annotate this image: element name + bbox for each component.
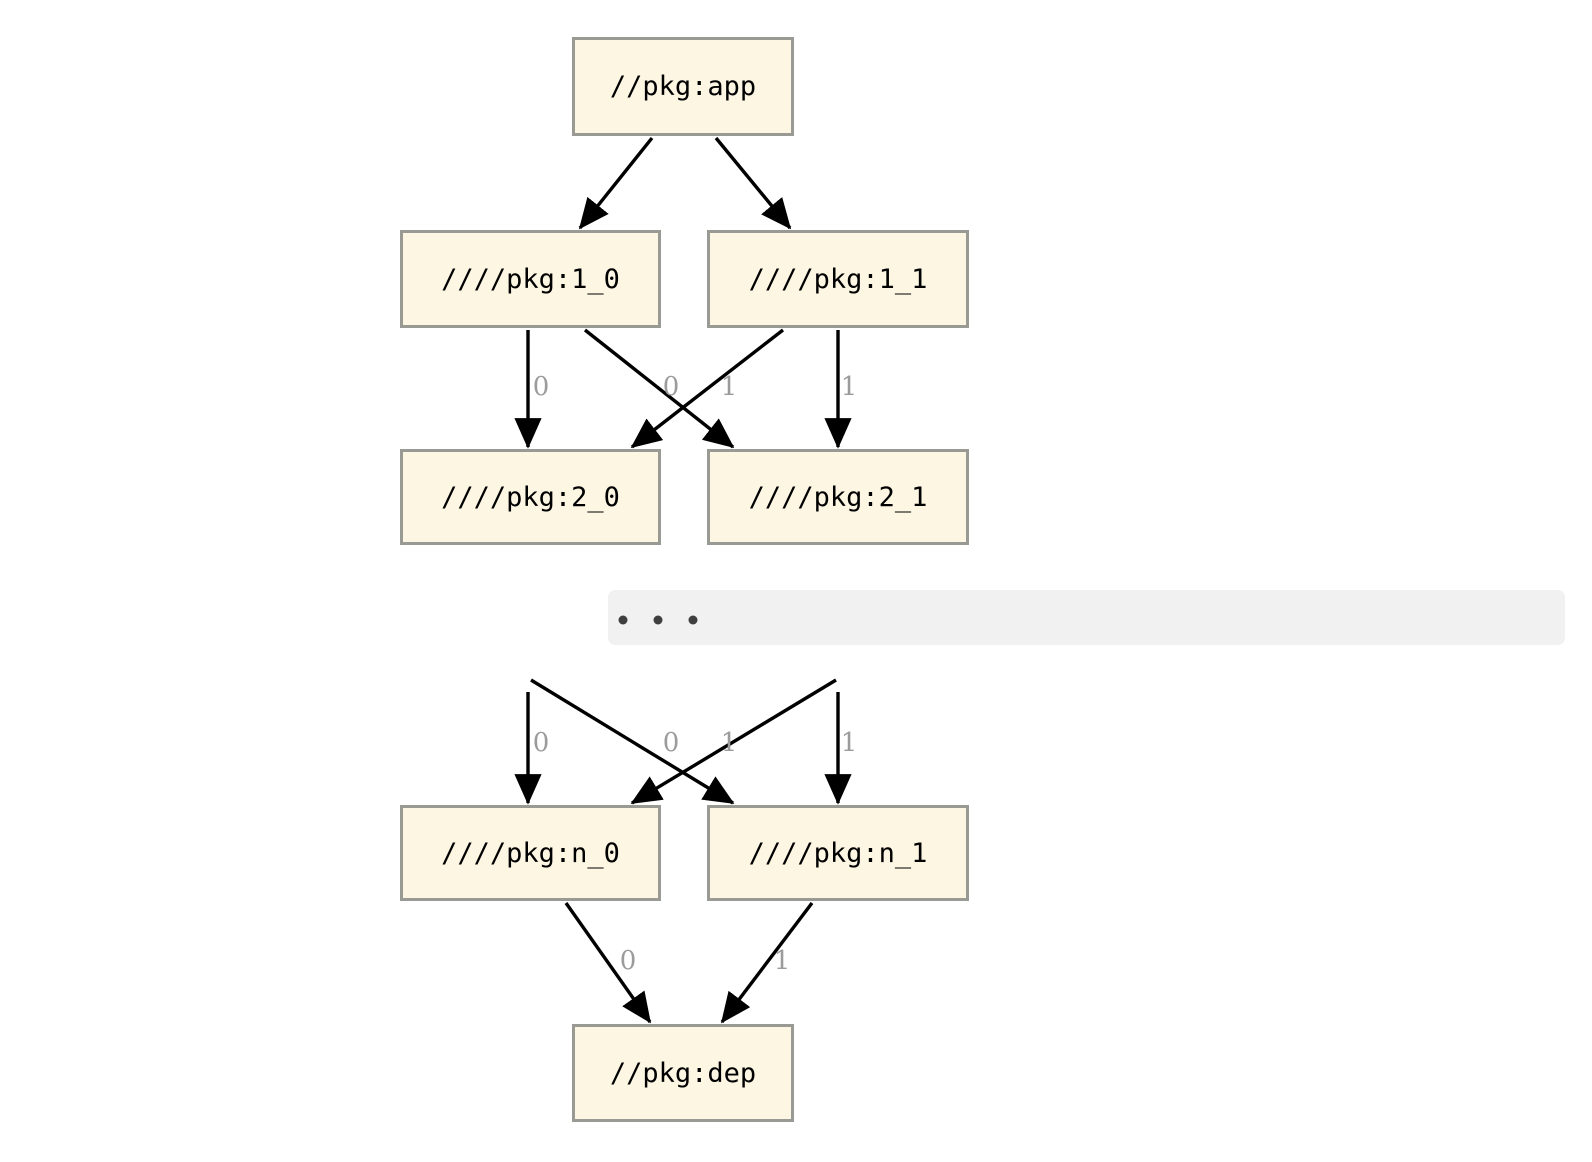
edge-label-1_0-to-2_0: 0: [532, 372, 550, 402]
node-n2_1[interactable]: ////pkg:2_1: [707, 449, 969, 545]
node-label: ////pkg:2_1: [748, 481, 928, 513]
node-label: //pkg:app: [609, 71, 757, 102]
edge-n_0-to-dep: [564, 902, 652, 1024]
edge-1_0-to-2_1: [583, 328, 735, 449]
edge-label-n_0-to-dep: 0: [619, 946, 637, 976]
ellipsis-dot-1: [618, 615, 628, 625]
node-n1_0[interactable]: ////pkg:1_0: [400, 230, 661, 328]
edge-label-1_1-to-2_1: 1: [840, 372, 858, 402]
node-label: ////pkg:1_0: [441, 263, 620, 295]
node-label: ////pkg:2_0: [441, 481, 620, 513]
edge-label-1_0-to-2_1: 0: [662, 372, 680, 402]
edge-dangling-to-n_1-a: [530, 678, 735, 805]
node-dep[interactable]: //pkg:dep: [572, 1024, 794, 1122]
edge-label-dangling-to-n_0: 0: [532, 728, 550, 758]
node-label: //pkg:dep: [609, 1057, 757, 1089]
node-label: ////pkg:n_0: [441, 837, 620, 869]
edge-dangling-to-n_0-b: [630, 678, 837, 805]
edge-label-dangling-to-n_0-b: 1: [720, 728, 738, 758]
edge-1_1-to-2_0: [630, 328, 785, 449]
node-n1_1[interactable]: ////pkg:1_1: [707, 230, 969, 328]
edge-label-dangling-to-n_1-b: 1: [840, 728, 858, 758]
node-nn_1[interactable]: ////pkg:n_1: [707, 805, 969, 901]
edge-n_1-to-dep: [720, 901, 814, 1024]
ellipsis-dot-3: [688, 615, 698, 625]
node-label: ////pkg:1_1: [748, 263, 928, 295]
edge-label-n_1-to-dep: 1: [773, 946, 791, 976]
ellipsis-separator-band: [608, 590, 1565, 645]
edge-app-to-1_1: [714, 136, 792, 230]
edge-app-to-1_0: [578, 136, 654, 230]
ellipsis-dot-2: [653, 615, 663, 625]
edge-label-dangling-to-n_1-a: 0: [662, 728, 680, 758]
node-n2_0[interactable]: ////pkg:2_0: [400, 449, 661, 545]
node-nn_0[interactable]: ////pkg:n_0: [400, 805, 661, 901]
node-app[interactable]: //pkg:app: [572, 37, 794, 136]
node-label: ////pkg:n_1: [748, 837, 928, 869]
edge-label-1_1-to-2_0: 1: [720, 372, 738, 402]
